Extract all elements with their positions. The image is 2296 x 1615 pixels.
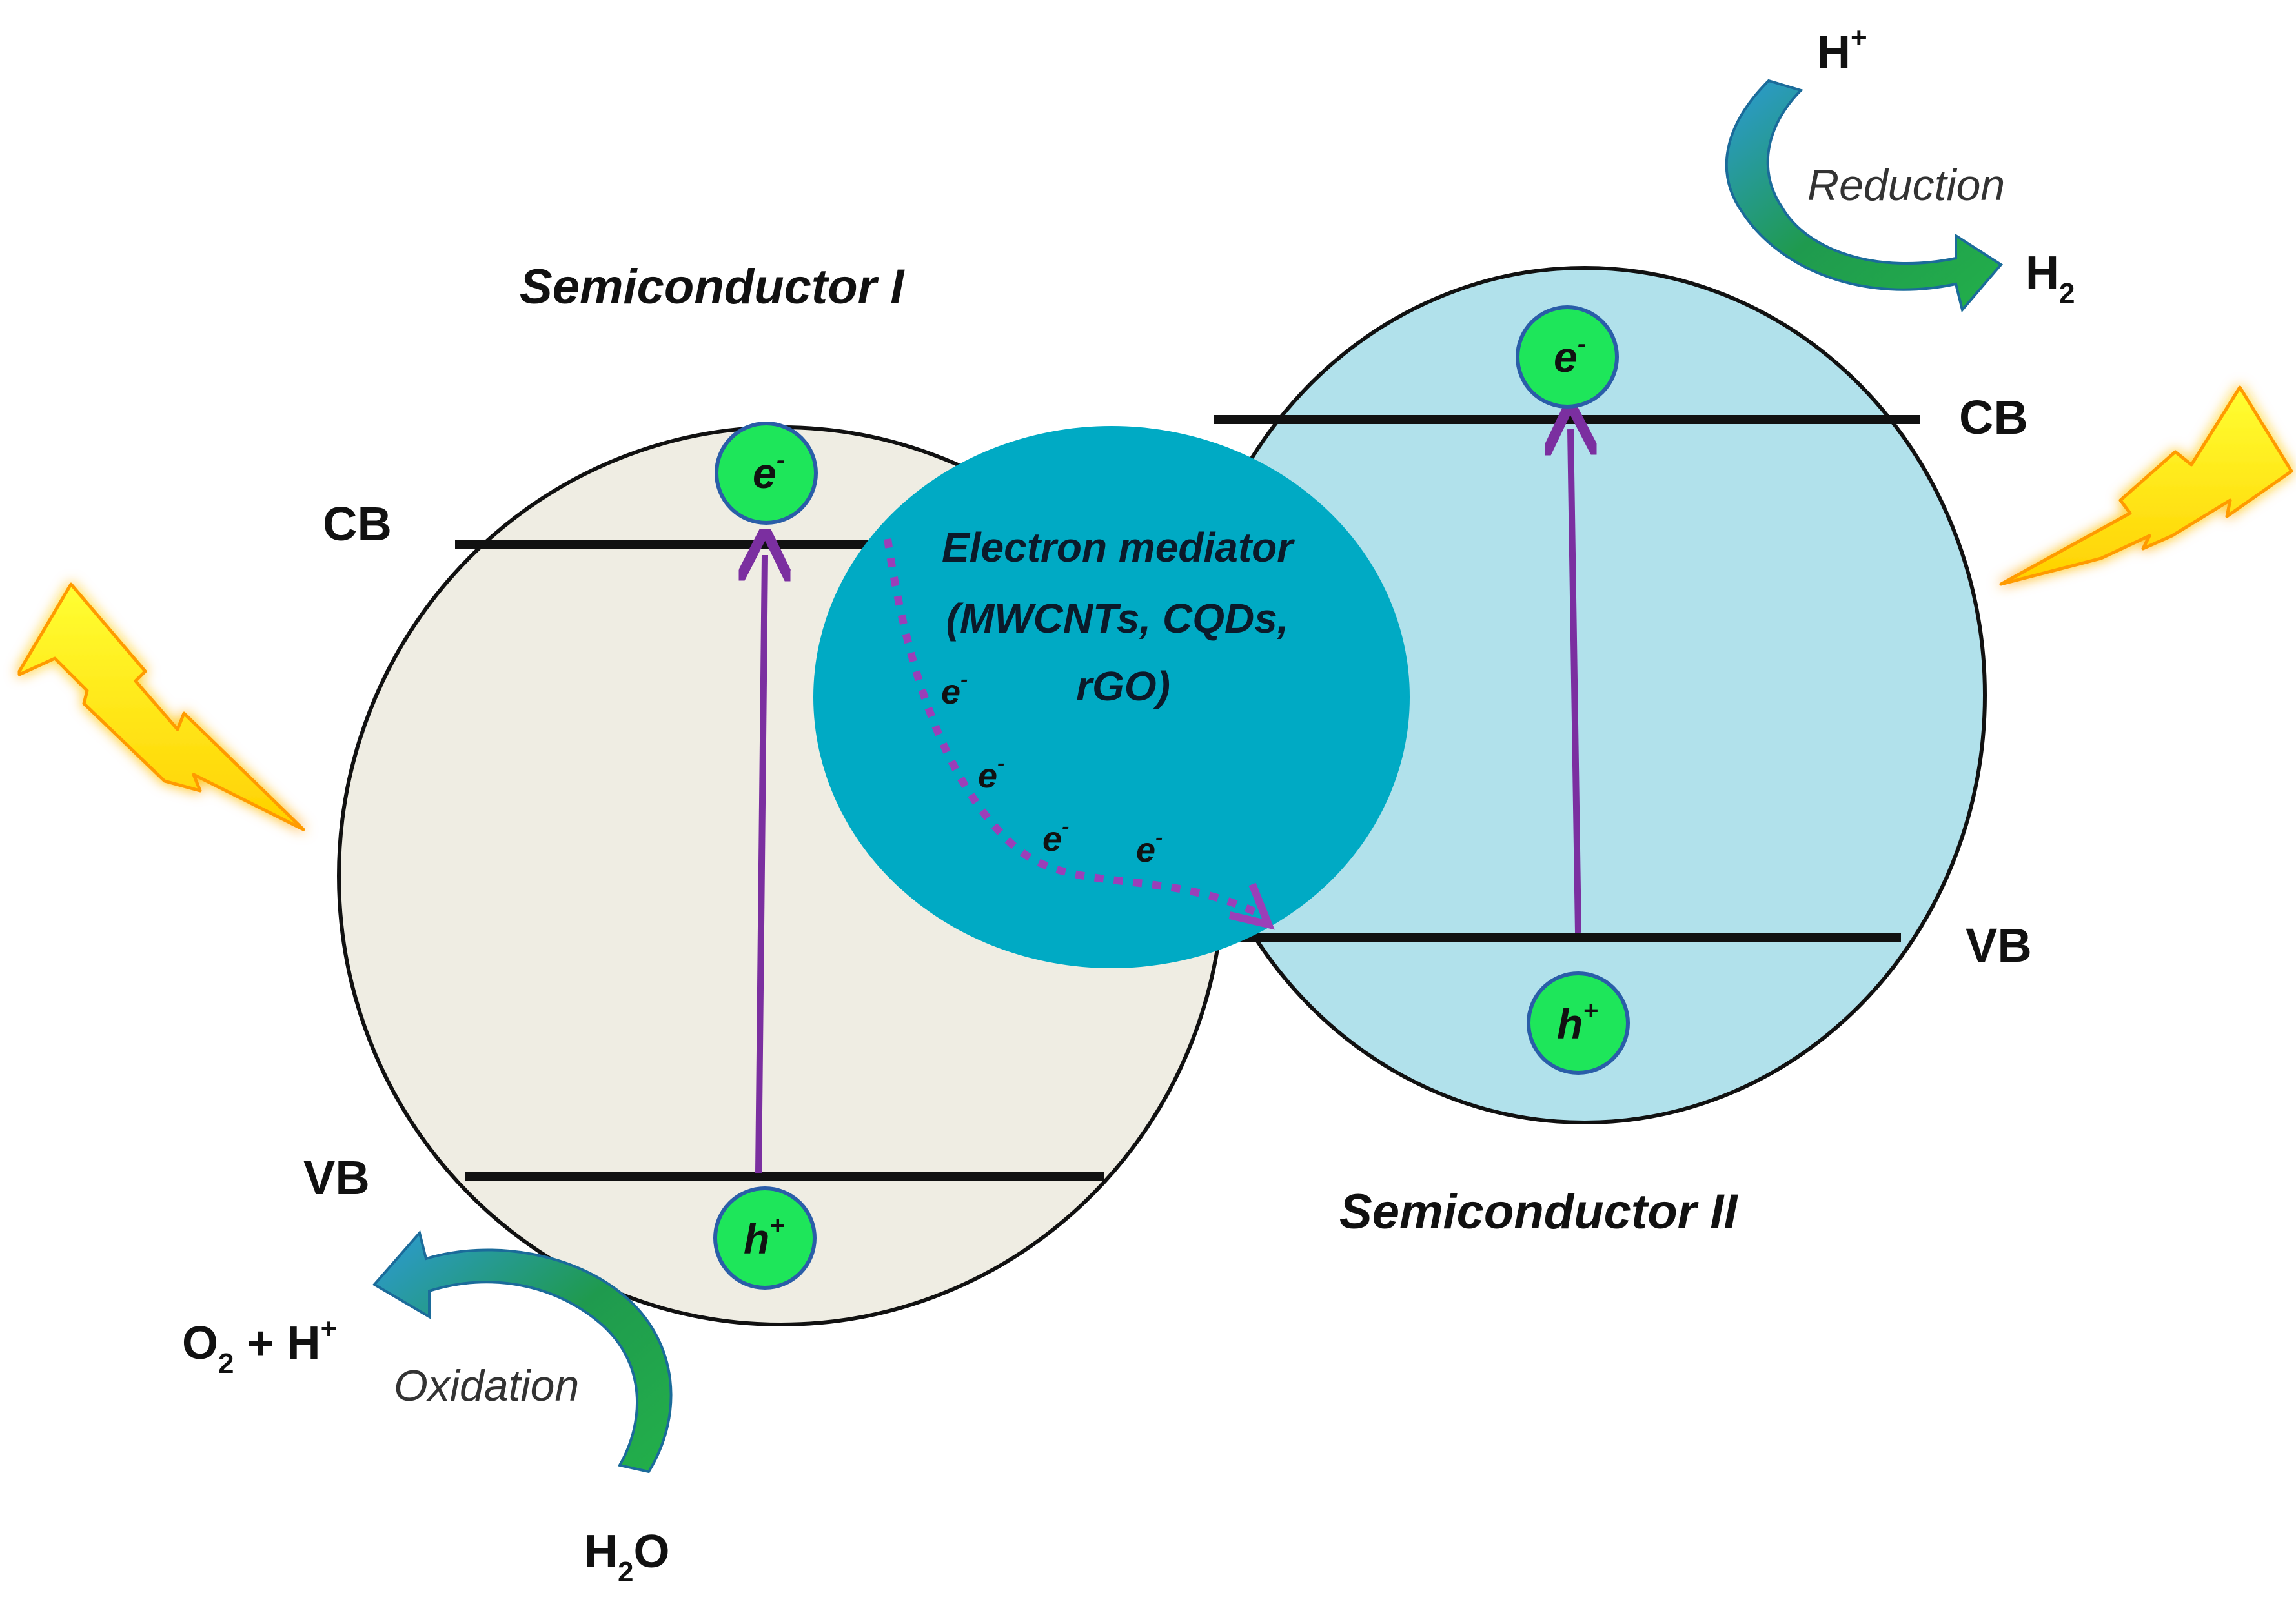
reduction-product: H2 (2026, 247, 2075, 309)
svg-text:h+: h+ (744, 1212, 785, 1263)
electron-transfer-arrowhead (1228, 882, 1275, 930)
semiconductor-1-vb-label: VB (303, 1151, 370, 1204)
oxidation-label: Oxidation (394, 1361, 579, 1410)
semiconductor-1-excitation-arrow (758, 555, 765, 1174)
lightning-bolt-right-icon (1999, 385, 2293, 586)
semiconductor-2-hole: h+ (1527, 971, 1630, 1075)
semiconductor-2 (1183, 266, 1987, 1124)
semiconductor-2-title: Semiconductor II (1339, 1184, 1738, 1239)
semiconductor-2-excitation-arrow (1570, 429, 1578, 933)
semiconductor-2-vb-label: VB (1966, 919, 2032, 972)
mediator-label-line1: Electron mediator (942, 524, 1295, 571)
mediator-label-line2: (MWCNTs, CQDs, (946, 595, 1289, 642)
svg-text:e-: e- (753, 446, 785, 497)
electron-mediator: Electron mediator (MWCNTs, CQDs, rGO) e-… (813, 426, 1410, 968)
reduction-label: Reduction (1807, 161, 2005, 210)
svg-text:Electron mediator (MWCNT: Electron mediator (MWCNTs, CQDs, rGO) (942, 524, 1305, 709)
mediator-electron-2: e- (978, 751, 1004, 795)
semiconductor-1-cb-label: CB (323, 497, 392, 551)
semiconductor-1-electron: e- (715, 422, 818, 525)
mediator-label-line3: rGO) (1076, 663, 1170, 709)
reduction-reaction: H+ Reduction H2 (1725, 22, 2075, 313)
oxidation-arrow (372, 1230, 673, 1474)
mediator-electron-1: e- (941, 667, 968, 711)
reduction-arrow (1725, 79, 2004, 313)
svg-text:e-: e- (1554, 330, 1586, 381)
lightning-bolt-left-icon (17, 582, 305, 831)
semiconductor-2-electron: e- (1516, 305, 1619, 409)
oxidation-product: O2 + H+ (182, 1313, 337, 1379)
semiconductor-1-title: Semiconductor I (520, 259, 905, 314)
oxidation-reactant: H2O (584, 1526, 670, 1588)
electron-transfer-path (884, 538, 1267, 920)
mediator-electron-3: e- (1042, 815, 1069, 858)
svg-text:h+: h+ (1557, 997, 1598, 1048)
reduction-reactant: H+ (1817, 22, 1867, 78)
semiconductor-1-hole: h+ (713, 1186, 817, 1290)
oxidation-reaction: O2 + H+ Oxidation H2O (182, 1230, 673, 1588)
semiconductor-2-cb-label: CB (1959, 391, 2028, 444)
mediator-sphere (813, 426, 1410, 968)
mediator-electron-4: e- (1136, 826, 1163, 869)
